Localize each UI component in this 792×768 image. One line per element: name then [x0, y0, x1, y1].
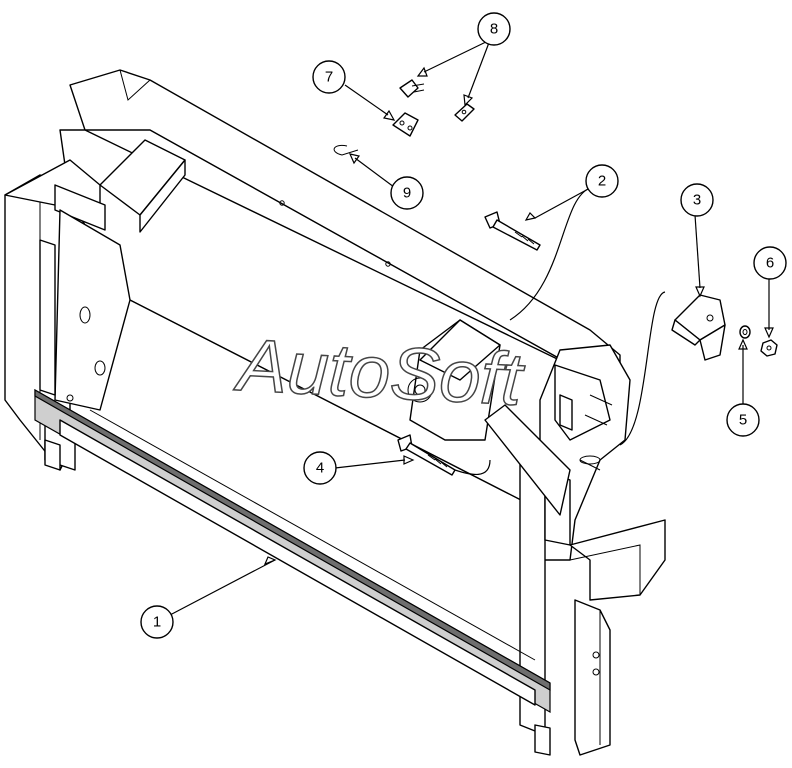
- callout-3: 3: [680, 183, 714, 217]
- watermark-text: AutoSoft: [232, 323, 527, 421]
- callout-4: 4: [303, 451, 337, 485]
- clip-part-7: [392, 112, 419, 137]
- callout-1-label: 1: [153, 614, 161, 631]
- bolt-part-2: [484, 211, 541, 251]
- callout-5: 5: [726, 403, 760, 437]
- callout-9: 9: [390, 176, 424, 210]
- leader-lines: [169, 39, 774, 616]
- nut-part-6: [760, 339, 778, 357]
- callout-7: 7: [312, 60, 346, 94]
- link-part-8: [399, 79, 475, 122]
- callout-6-label: 6: [766, 255, 774, 272]
- bracket-part-3: [671, 294, 726, 361]
- callout-8-label: 8: [490, 21, 498, 38]
- callout-8: 8: [477, 12, 511, 46]
- spring-clip-part-9: [333, 144, 359, 156]
- callout-3-label: 3: [693, 192, 701, 209]
- callout-1: 1: [140, 605, 174, 639]
- callout-9-label: 9: [403, 185, 411, 202]
- callout-6: 6: [753, 246, 787, 280]
- callout-2: 2: [585, 164, 619, 198]
- washer-part-5: [739, 325, 751, 339]
- callout-4-label: 4: [316, 460, 324, 477]
- callout-7-label: 7: [325, 69, 333, 86]
- bolt-part-4: [397, 434, 456, 476]
- callout-5-label: 5: [739, 412, 747, 429]
- callout-2-label: 2: [598, 173, 606, 190]
- mounting-frame: [4, 69, 666, 756]
